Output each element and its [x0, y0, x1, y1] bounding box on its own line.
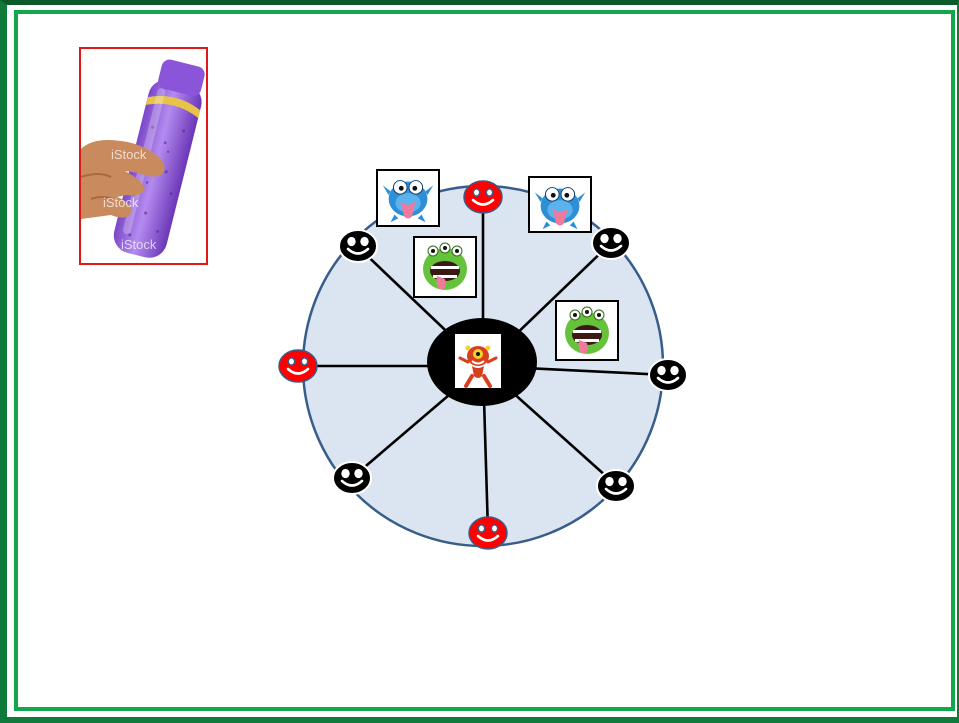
green-monster-card-upper — [413, 236, 477, 298]
svg-text:iStock: iStock — [103, 195, 139, 210]
green-monster-icon — [422, 242, 468, 291]
smiley-left — [277, 348, 319, 384]
svg-text:iStock: iStock — [111, 147, 147, 162]
smiley-top-right — [590, 225, 632, 261]
svg-text:iStock: iStock — [121, 237, 157, 252]
smiley-bottom — [467, 515, 509, 551]
smiley-right — [647, 357, 689, 393]
shampoo-bottle-icon: iStock iStock iStock — [81, 59, 205, 258]
smiley-top — [462, 179, 504, 215]
green-monster-icon — [564, 306, 610, 355]
hub — [427, 318, 537, 406]
green-monster-card-right — [555, 300, 619, 361]
smiley-bottom-left — [331, 460, 373, 496]
shampoo-photo: iStock iStock iStock — [79, 47, 208, 265]
smiley-top-left — [337, 228, 379, 264]
blue-monster-card-right — [528, 176, 592, 233]
blue-monster-card-left — [376, 169, 440, 227]
smiley-bottom-right — [595, 468, 637, 504]
slide-frame-inner — [14, 10, 955, 711]
